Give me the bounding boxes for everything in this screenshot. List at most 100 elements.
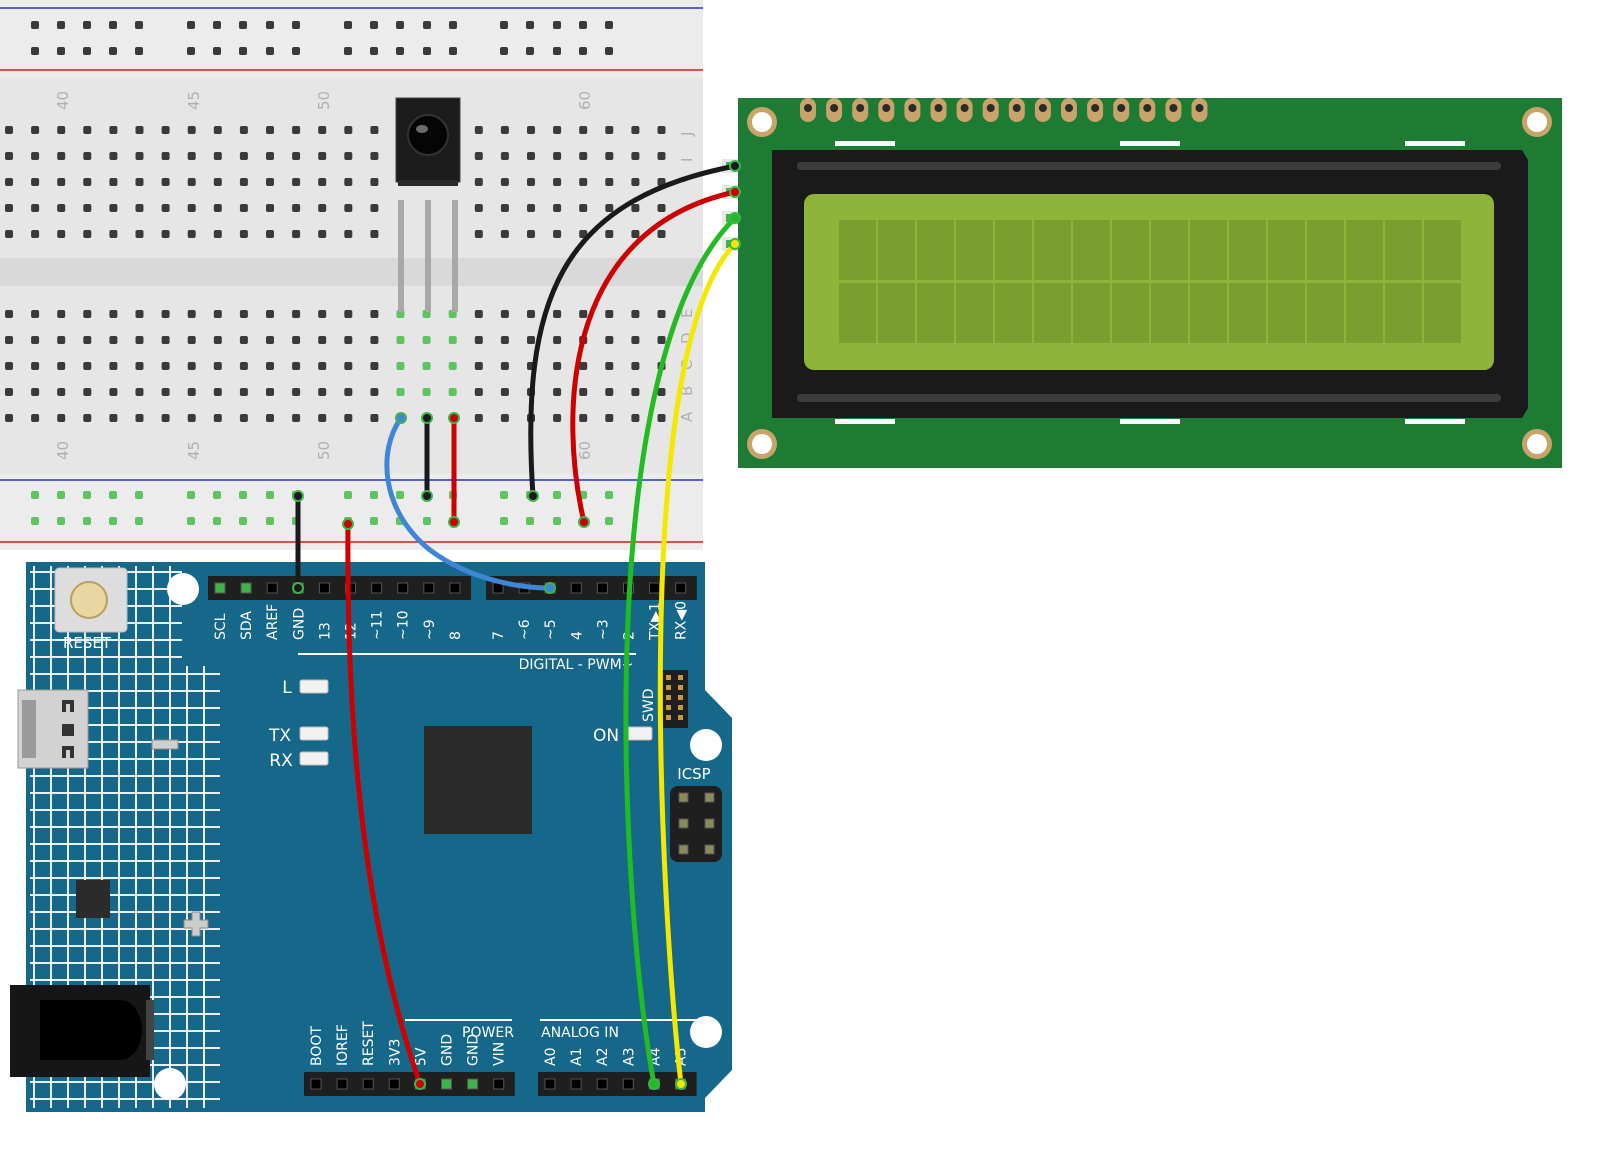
wire-lcd-sda[interactable] — [623, 215, 738, 1087]
breadboard-hole — [292, 362, 301, 370]
breadboard-hole — [500, 362, 509, 370]
lcd-pin-hole[interactable] — [1012, 104, 1021, 112]
icsp-pin[interactable] — [704, 792, 715, 803]
header-pin[interactable] — [467, 1078, 479, 1090]
lcd-tab-1 — [835, 141, 895, 146]
wire-5v-to-rail[interactable] — [345, 521, 423, 1087]
swd-pin[interactable] — [678, 695, 683, 700]
swd-pin[interactable] — [678, 685, 683, 690]
header-pin[interactable] — [544, 1078, 556, 1090]
wire-lcd-gnd[interactable] — [528, 163, 738, 499]
breadboard-hole — [292, 204, 301, 212]
header-pin[interactable] — [493, 1078, 505, 1090]
breadboard-hole — [344, 414, 353, 422]
swd-pin[interactable] — [666, 675, 671, 680]
header-pin[interactable] — [336, 1078, 348, 1090]
lcd-bezel-stripe-top — [797, 162, 1501, 170]
lcd-pin-hole[interactable] — [830, 104, 839, 112]
header-pin[interactable] — [596, 1078, 608, 1090]
breadboard-hole — [187, 388, 196, 396]
swd-pin[interactable] — [678, 675, 683, 680]
swd-pin[interactable] — [666, 685, 671, 690]
lcd-pin-hole[interactable] — [804, 104, 812, 112]
lcd-pin-hole[interactable] — [882, 104, 891, 112]
lcd-pin-hole[interactable] — [1143, 104, 1152, 112]
swd-pin[interactable] — [678, 715, 683, 720]
breadboard-hole — [161, 362, 170, 370]
swd-pin[interactable] — [666, 705, 671, 710]
lcd-char-cell — [1424, 220, 1461, 280]
rail-hole — [83, 491, 91, 499]
wire-ir-signal-to-pin5[interactable] — [384, 415, 553, 591]
header-pin[interactable] — [596, 582, 608, 594]
icsp-pin[interactable] — [678, 792, 689, 803]
breadboard-hole — [318, 362, 327, 370]
icsp-pin[interactable] — [678, 818, 689, 829]
lcd-pin-hole[interactable] — [1169, 104, 1178, 112]
header-pin[interactable] — [441, 1078, 452, 1090]
header-pin[interactable] — [240, 582, 252, 594]
lcd-pin-hole[interactable] — [1038, 104, 1047, 112]
pin-label: ~6 — [517, 619, 533, 640]
lcd-pin-hole[interactable] — [934, 104, 943, 112]
icsp-header — [670, 786, 722, 862]
swd-pin[interactable] — [678, 705, 683, 710]
wire-endpoint — [648, 1078, 660, 1090]
reset-button[interactable] — [70, 581, 108, 619]
breadboard-hole — [474, 310, 483, 318]
header-pin[interactable] — [310, 1078, 322, 1090]
header-pin[interactable] — [397, 582, 409, 594]
lcd-mount-hole-1 — [752, 112, 772, 132]
pin-label: GND — [440, 1034, 456, 1066]
icsp-label: ICSP — [677, 765, 710, 783]
rail-hole — [526, 47, 534, 55]
ir-receiver[interactable] — [395, 97, 461, 312]
rail-hole — [396, 21, 404, 29]
lcd-pin-hole[interactable] — [856, 104, 865, 112]
lcd-pin-hole[interactable] — [1117, 104, 1126, 112]
header-pin[interactable] — [423, 582, 435, 594]
dc-barrel-jack[interactable] — [10, 985, 154, 1077]
breadboard-hole — [605, 388, 614, 396]
header-pin[interactable] — [266, 582, 278, 594]
lcd-pin-hole[interactable] — [1091, 104, 1100, 112]
swd-pin[interactable] — [666, 715, 671, 720]
rail-hole — [292, 21, 300, 29]
header-pin[interactable] — [675, 582, 687, 594]
lcd-pin-hole[interactable] — [960, 104, 969, 112]
header-pin[interactable] — [362, 1078, 374, 1090]
breadboard-hole — [161, 204, 170, 212]
breadboard-hole — [266, 388, 274, 396]
header-pin[interactable] — [214, 582, 226, 594]
icsp-pin[interactable] — [704, 844, 715, 855]
header-pin[interactable] — [622, 1078, 634, 1090]
breadboard-hole — [161, 336, 170, 344]
wire-lcd-vcc[interactable] — [570, 189, 738, 525]
breadboard-hole — [605, 414, 614, 422]
header-pin[interactable] — [649, 582, 661, 594]
lcd-pin-hole[interactable] — [908, 104, 917, 112]
header-pin[interactable] — [371, 582, 383, 594]
rail-hole — [370, 21, 378, 29]
header-pin[interactable] — [570, 582, 582, 594]
swd-pin[interactable] — [666, 695, 671, 700]
header-pin[interactable] — [388, 1078, 400, 1090]
lcd-pin-hole[interactable] — [1065, 104, 1073, 112]
lcd-char-cell — [1229, 283, 1266, 343]
breadboard-hole — [605, 204, 614, 212]
header-pin[interactable] — [570, 1078, 582, 1090]
breadboard-hole — [370, 126, 379, 134]
header-pin[interactable] — [318, 582, 330, 594]
breadboard-hole — [605, 126, 614, 134]
lcd-pin-hole[interactable] — [1195, 104, 1204, 112]
header-pin[interactable] — [449, 582, 461, 594]
wire-lcd-scl[interactable] — [657, 241, 738, 1087]
breadboard-hole — [396, 336, 405, 344]
lcd-char-cell — [1307, 283, 1344, 343]
icsp-pin[interactable] — [678, 844, 689, 855]
breadboard-hole — [448, 336, 457, 344]
breadboard-hole — [370, 362, 379, 370]
rail-hole — [553, 491, 561, 499]
icsp-pin[interactable] — [704, 818, 715, 829]
lcd-pin-hole[interactable] — [986, 104, 995, 112]
